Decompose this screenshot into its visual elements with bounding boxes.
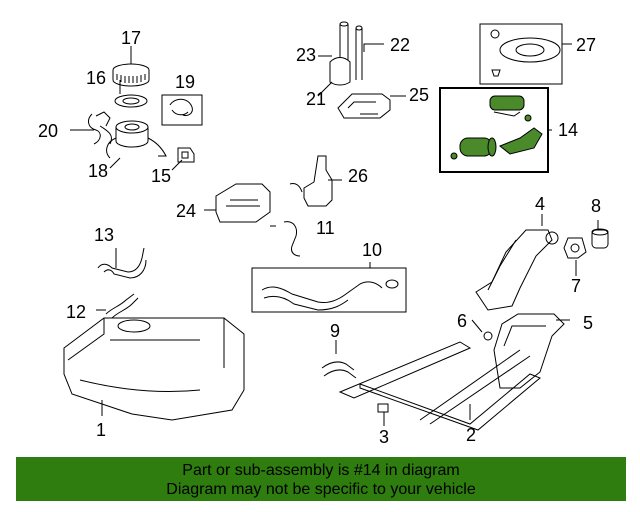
callout-11: 11 xyxy=(316,218,335,238)
leader-lines xyxy=(70,43,599,426)
callout-13: 13 xyxy=(94,225,115,245)
part-26-sender xyxy=(289,155,333,207)
part-24-tray xyxy=(215,183,271,223)
callout-27: 27 xyxy=(576,35,597,55)
callout-23: 23 xyxy=(296,45,317,65)
part-27-cover xyxy=(479,23,563,85)
banner-line-1: Part or sub-assembly is #14 in diagram xyxy=(182,462,460,479)
part-2-strap xyxy=(338,341,541,431)
part-5-shield xyxy=(493,313,565,389)
callout-26: 26 xyxy=(348,166,369,186)
part-3-bolt xyxy=(377,403,389,413)
part-12-hose xyxy=(105,293,139,319)
callout-20: 20 xyxy=(38,121,59,141)
part-6-bolt xyxy=(483,331,493,341)
callout-16: 16 xyxy=(86,68,107,88)
callout-4: 4 xyxy=(535,194,546,214)
callout-12: 12 xyxy=(66,302,87,322)
part-16-gasket xyxy=(114,94,148,108)
callout-15: 15 xyxy=(151,166,172,186)
part-18-fuel-sender xyxy=(106,120,167,159)
callout-14: 14 xyxy=(558,120,579,140)
part-14-fuel-pump-assembly xyxy=(450,95,543,160)
callout-1: 1 xyxy=(96,420,107,440)
callout-2: 2 xyxy=(466,425,477,445)
part-13-vent-pipe xyxy=(97,247,147,279)
callout-9: 9 xyxy=(330,321,341,341)
part-10-pipe-assembly xyxy=(251,267,407,313)
info-banner: Part or sub-assembly is #14 in diagram D… xyxy=(16,457,626,501)
part-9-hose xyxy=(321,361,357,379)
callout-6: 6 xyxy=(457,311,468,331)
callout-3: 3 xyxy=(379,427,390,447)
callout-10: 10 xyxy=(362,240,383,260)
callout-18: 18 xyxy=(88,161,109,181)
callout-24: 24 xyxy=(176,201,197,221)
part-7-grommet xyxy=(563,237,587,259)
part-25-bracket xyxy=(337,93,391,119)
callout-5: 5 xyxy=(583,313,594,333)
callout-25: 25 xyxy=(409,85,430,105)
callout-8: 8 xyxy=(591,196,602,216)
callout-17: 17 xyxy=(121,28,142,48)
part-22-pipe xyxy=(329,21,363,86)
part-15-connector xyxy=(177,147,195,163)
callout-19: 19 xyxy=(175,72,196,92)
part-17-lock-ring xyxy=(112,63,150,87)
callout-22: 22 xyxy=(390,35,411,55)
part-14-highlight-box xyxy=(439,87,549,173)
part-8-cap xyxy=(591,228,609,249)
banner-line-2: Diagram may not be specific to your vehi… xyxy=(166,481,476,498)
callout-7: 7 xyxy=(571,276,582,296)
part-11-hose xyxy=(283,221,301,257)
part-19-clip xyxy=(161,94,203,126)
parts-diagram xyxy=(63,21,609,431)
part-20-harness xyxy=(88,111,113,145)
callout-21: 21 xyxy=(306,89,327,109)
part-4-filler-neck xyxy=(475,229,559,311)
part-1-fuel-tank xyxy=(63,317,245,421)
